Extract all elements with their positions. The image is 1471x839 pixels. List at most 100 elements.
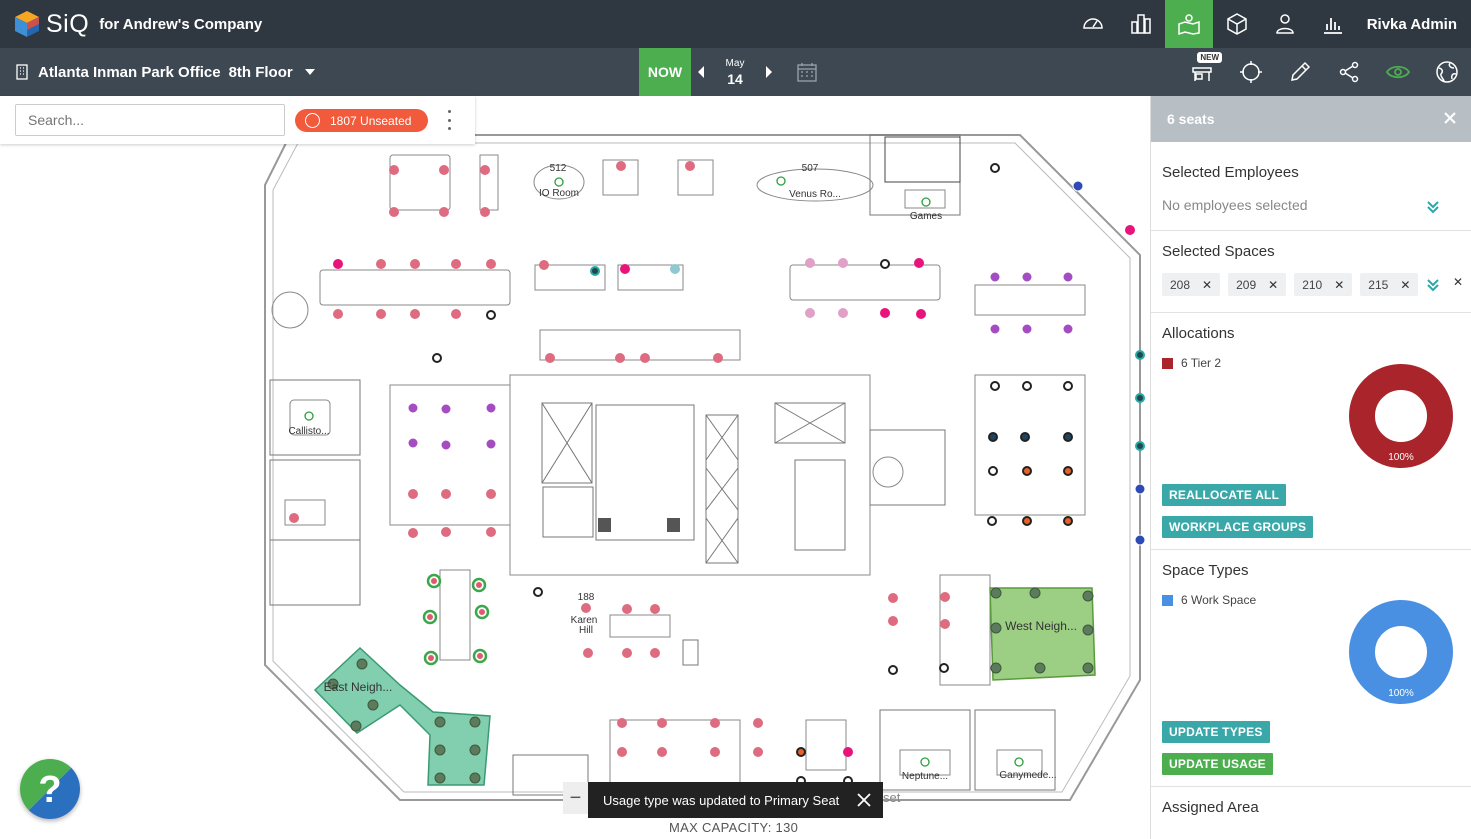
seat-marker[interactable]	[988, 432, 998, 442]
seat-marker[interactable]	[451, 309, 461, 319]
seat-marker[interactable]	[485, 402, 497, 414]
east-neighborhood-zone[interactable]	[313, 646, 491, 786]
now-button[interactable]: NOW	[639, 48, 691, 96]
seat-marker[interactable]	[486, 489, 496, 499]
seat-marker[interactable]	[753, 718, 763, 728]
seat-marker[interactable]	[990, 163, 1000, 173]
seat-marker[interactable]	[327, 678, 339, 690]
room-name[interactable]: Ganymede...	[999, 770, 1056, 781]
space-tag[interactable]: 209✕	[1228, 273, 1287, 296]
seat-marker[interactable]	[408, 489, 418, 499]
seat-marker[interactable]	[987, 516, 997, 526]
globe-button[interactable]	[1422, 48, 1471, 96]
seat-marker[interactable]	[440, 403, 452, 415]
visibility-button[interactable]	[1373, 48, 1422, 96]
seat-marker[interactable]	[838, 258, 848, 268]
remove-tag-icon[interactable]: ✕	[1453, 275, 1464, 289]
seat-marker[interactable]	[615, 353, 625, 363]
analytics-button[interactable]	[1309, 0, 1357, 48]
seat-marker[interactable]	[533, 587, 543, 597]
seat-marker[interactable]	[640, 353, 650, 363]
seat-marker[interactable]	[356, 658, 368, 670]
seat-marker[interactable]	[1063, 466, 1073, 476]
seat-marker[interactable]	[880, 308, 890, 318]
seat-marker[interactable]	[1062, 323, 1074, 335]
share-button[interactable]	[1324, 48, 1373, 96]
seat-marker[interactable]	[650, 648, 660, 658]
seat-marker[interactable]	[469, 716, 481, 728]
seat-marker[interactable]	[990, 381, 1000, 391]
calendar-icon[interactable]	[796, 62, 818, 82]
seat-marker[interactable]	[389, 165, 399, 175]
seat-marker[interactable]	[670, 264, 680, 274]
seat-marker[interactable]	[434, 744, 446, 756]
seat-marker[interactable]	[939, 663, 949, 673]
seat-marker[interactable]	[1062, 271, 1074, 283]
floor-map[interactable]: 512 IO Room 507 Venus Ro... Games Callis…	[0, 96, 1150, 839]
room-name[interactable]: Games	[910, 211, 942, 222]
seat-marker[interactable]	[1125, 225, 1135, 235]
seat-marker[interactable]	[1022, 466, 1032, 476]
seat-marker[interactable]	[657, 747, 667, 757]
room-name[interactable]: Hill	[579, 625, 593, 636]
expand-chevron-icon[interactable]	[1427, 278, 1439, 292]
next-day-button[interactable]	[766, 66, 772, 78]
unseated-badge[interactable]: 1807 Unseated	[295, 109, 428, 132]
seat-marker[interactable]	[1135, 393, 1145, 403]
seat-marker[interactable]	[590, 266, 600, 276]
seat-marker[interactable]	[989, 271, 1001, 283]
people-button[interactable]	[1261, 0, 1309, 48]
seat-marker[interactable]	[1063, 516, 1073, 526]
seat-marker[interactable]	[1072, 180, 1084, 192]
seat-marker[interactable]	[990, 662, 1002, 674]
seat-marker[interactable]	[440, 439, 452, 451]
seat-marker[interactable]	[451, 259, 461, 269]
seat-marker[interactable]	[620, 264, 630, 274]
seat-marker[interactable]	[888, 665, 898, 675]
seat-marker[interactable]	[616, 161, 626, 171]
seat-marker[interactable]	[1020, 432, 1030, 442]
seat-marker[interactable]	[914, 258, 924, 268]
seat-marker[interactable]	[988, 466, 998, 476]
seat-marker[interactable]	[1021, 323, 1033, 335]
seat-marker[interactable]	[880, 259, 890, 269]
seat-marker[interactable]	[617, 747, 627, 757]
more-options-icon[interactable]	[446, 110, 452, 130]
seat-marker[interactable]	[407, 437, 419, 449]
seat-marker[interactable]	[796, 747, 806, 757]
seat-marker[interactable]	[622, 648, 632, 658]
seat-marker[interactable]	[1082, 662, 1094, 674]
seat-marker[interactable]	[710, 747, 720, 757]
logo[interactable]: SiQ	[14, 10, 89, 39]
space-tag[interactable]: 215✕	[1360, 273, 1419, 296]
space-tag[interactable]: 210✕	[1294, 273, 1353, 296]
seat-marker[interactable]	[1021, 271, 1033, 283]
room-name[interactable]: Neptune...	[902, 771, 948, 782]
seat-marker[interactable]	[1029, 587, 1041, 599]
seat-marker[interactable]	[650, 604, 660, 614]
seat-marker[interactable]	[434, 716, 446, 728]
seat-marker[interactable]	[389, 207, 399, 217]
seat-marker[interactable]	[486, 527, 496, 537]
seat-marker[interactable]	[485, 438, 497, 450]
seat-marker[interactable]	[441, 489, 451, 499]
seat-marker[interactable]	[685, 161, 695, 171]
seat-marker[interactable]	[486, 259, 496, 269]
seat-marker[interactable]	[480, 165, 490, 175]
locate-button[interactable]	[1226, 48, 1275, 96]
seat-marker[interactable]	[333, 309, 343, 319]
seat-marker[interactable]	[1082, 624, 1094, 636]
seat-marker[interactable]	[1063, 381, 1073, 391]
zoom-out-button[interactable]: −	[563, 782, 588, 814]
location-selector[interactable]: Atlanta Inman Park Office 8th Floor	[14, 48, 315, 96]
seat-marker[interactable]	[439, 165, 449, 175]
seat-marker[interactable]	[333, 259, 343, 269]
update-types-button[interactable]: UPDATE TYPES	[1162, 721, 1270, 743]
close-icon[interactable]	[1443, 111, 1457, 125]
seat-marker[interactable]	[289, 513, 299, 523]
seat-marker[interactable]	[410, 309, 420, 319]
seat-marker[interactable]	[539, 260, 549, 270]
seat-marker[interactable]	[581, 603, 591, 613]
seat-marker[interactable]	[805, 258, 815, 268]
seat-marker[interactable]	[376, 259, 386, 269]
